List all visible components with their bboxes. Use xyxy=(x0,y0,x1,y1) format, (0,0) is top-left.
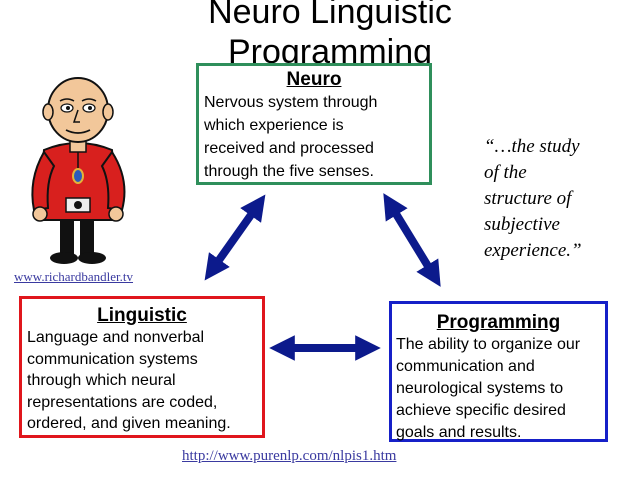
richardbandler-link[interactable]: www.richardbandler.tv xyxy=(14,269,134,284)
quote-line: “…the study xyxy=(484,136,580,157)
text-line: goals and results. xyxy=(396,424,522,441)
text-line: The ability to organize our xyxy=(396,336,581,353)
linguistic-box: Linguistic Language and nonverbal commun… xyxy=(19,296,265,438)
text-line: which experience is xyxy=(204,117,344,134)
quote-line: experience.” xyxy=(484,240,582,261)
text-line: achieve specific desired xyxy=(396,402,566,419)
text-line: representations are coded, xyxy=(27,393,218,411)
cartoon-man-icon xyxy=(31,77,126,264)
neuro-box: Neuro Nervous system through which exper… xyxy=(196,63,432,185)
quote-line: of the xyxy=(484,162,527,183)
page-title: Neuro Linguistic Programming xyxy=(208,0,452,71)
text-line: Language and nonverbal xyxy=(27,329,205,346)
arrow-neuro-linguistic xyxy=(204,194,266,281)
programming-description: The ability to organize our communicatio… xyxy=(392,334,605,444)
arrow-neuro-programming xyxy=(383,193,441,287)
text-line: communication and xyxy=(396,358,535,375)
text-line: received and processed xyxy=(204,140,374,157)
text-line: through which neural xyxy=(27,372,176,389)
linguistic-description: Language and nonverbal communication sys… xyxy=(22,327,262,435)
quote: “…the study of the structure of subjecti… xyxy=(484,134,634,264)
quote-line: subjective xyxy=(484,214,560,235)
text-line: neurological systems to xyxy=(396,380,564,397)
text-line: communication systems xyxy=(27,350,198,368)
purenlp-link[interactable]: http://www.purenlp.com/nlpis1.htm xyxy=(182,448,397,464)
text-line: through the five senses. xyxy=(204,163,374,180)
programming-box: Programming The ability to organize our … xyxy=(389,301,608,442)
programming-title: Programming xyxy=(436,312,561,333)
text-line: ordered, and given meaning. xyxy=(27,415,231,432)
neuro-title: Neuro xyxy=(286,69,342,90)
neuro-description: Nervous system through which experience … xyxy=(199,91,429,183)
linguistic-title: Linguistic xyxy=(97,305,187,326)
text-line: Nervous system through xyxy=(204,94,378,111)
quote-line: structure of xyxy=(484,188,572,209)
